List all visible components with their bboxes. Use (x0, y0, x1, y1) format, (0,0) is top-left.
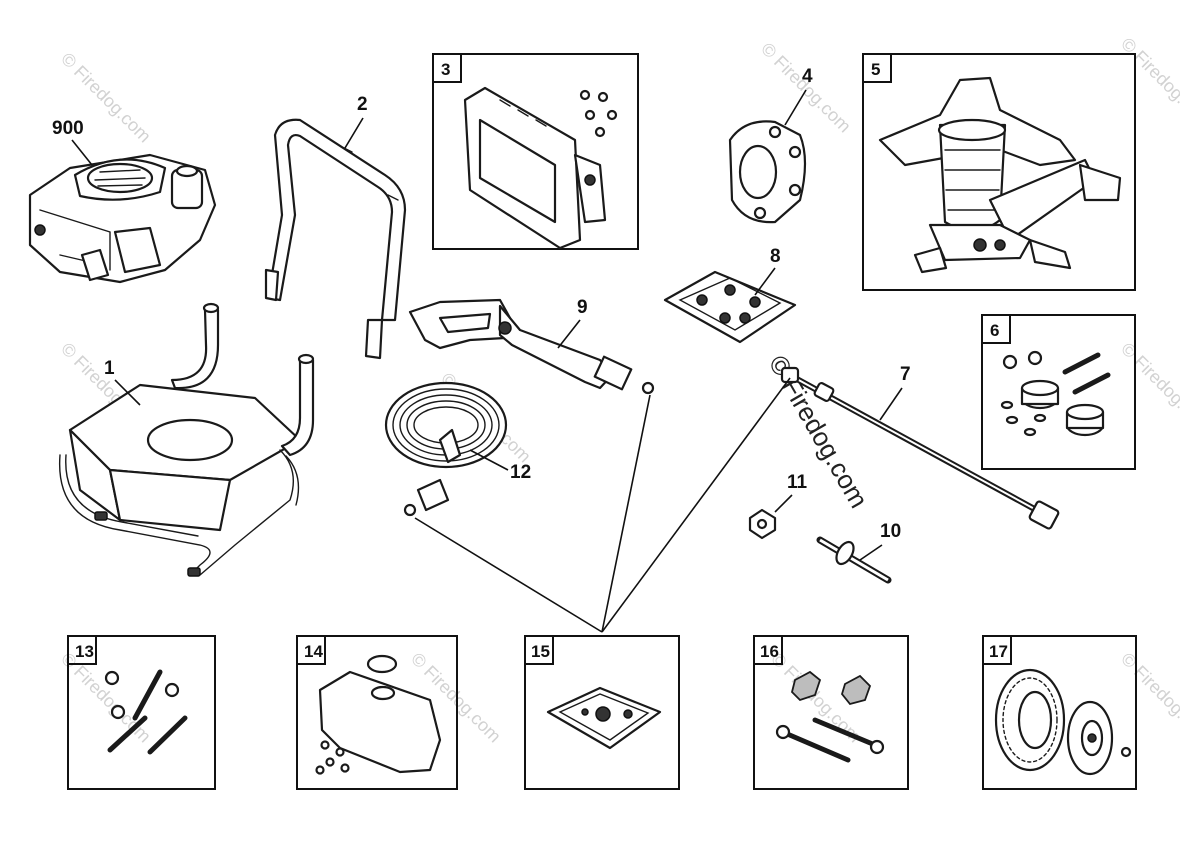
part-3-panel-box: 3 (432, 53, 639, 250)
label-7: 7 (900, 364, 911, 385)
part-5-pump-box: 5 (862, 53, 1136, 291)
label-16: 16 (760, 642, 779, 661)
part-16-knobs-box: 16 (753, 635, 909, 790)
part-4-adapter: 4 (728, 66, 813, 224)
label-3: 3 (441, 60, 450, 79)
watermark: © Firedog.com (1117, 649, 1180, 747)
label-1: 1 (104, 358, 115, 379)
label-12: 12 (510, 462, 531, 483)
label-2: 2 (357, 94, 368, 115)
label-10: 10 (880, 521, 901, 542)
part-17-frame (982, 635, 1137, 790)
label-4: 4 (802, 66, 813, 87)
center-watermark: © Firedog.com (763, 350, 874, 513)
label-14: 14 (304, 642, 323, 661)
part-15-frame (524, 635, 680, 790)
label-9: 9 (577, 297, 588, 318)
part-17-wheel-box: 17 (982, 635, 1137, 790)
watermark: © Firedog.com (1117, 34, 1180, 132)
part-13-bolts-box: 13 (67, 635, 216, 790)
label-900: 900 (52, 118, 84, 139)
part-12-hose: 12 (384, 381, 531, 517)
label-15: 15 (531, 642, 550, 661)
label-5: 5 (871, 60, 880, 79)
part-11-nut: 11 (748, 472, 808, 540)
part-900-engine: 900 (28, 118, 217, 284)
part-10-axle-bolt: 10 (816, 521, 901, 584)
part-14-frame (296, 635, 458, 790)
label-6: 6 (990, 321, 999, 340)
part-6-hardware-box: 6 (981, 314, 1136, 470)
part-14-tank-box: 14 (296, 635, 458, 790)
part-7-wand: 7 (780, 364, 1060, 530)
label-11: 11 (787, 472, 808, 493)
part-1-frame: 1 (58, 302, 315, 577)
part-5-frame (862, 53, 1136, 291)
part-13-frame (67, 635, 216, 790)
leader-lines-15 (414, 377, 791, 633)
part-8-nozzle-pack: 8 (663, 246, 797, 344)
part-6-frame (981, 314, 1136, 470)
label-13: 13 (75, 642, 94, 661)
watermark: © Firedog.com (1117, 339, 1180, 437)
part-9-spray-gun: 9 (408, 297, 655, 395)
part-3-frame (432, 53, 639, 250)
part-16-frame (753, 635, 909, 790)
part-15-kit-box: 15 (524, 635, 680, 790)
label-8: 8 (770, 246, 781, 267)
part-2-handle: 2 (264, 94, 407, 360)
label-17: 17 (989, 642, 1008, 661)
